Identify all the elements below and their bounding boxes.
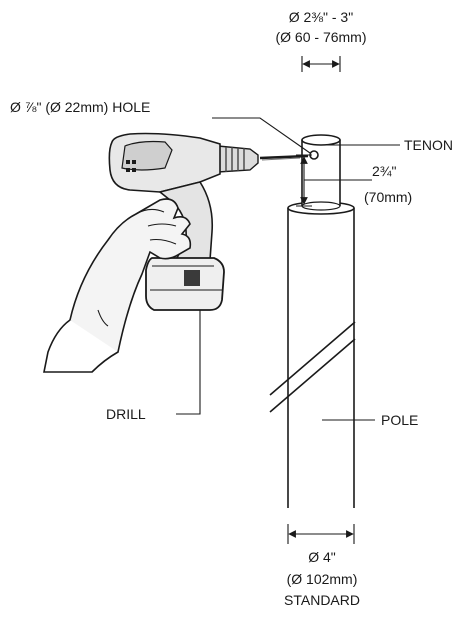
tenon-label: TENON xyxy=(404,137,453,153)
pole xyxy=(269,201,356,508)
pole-standard-label: STANDARD xyxy=(284,592,360,608)
pole-diameter-dimension xyxy=(287,524,355,544)
drill-label: DRILL xyxy=(106,406,146,422)
drill-leader xyxy=(176,310,201,415)
drill-bit xyxy=(259,154,309,160)
pole-label: POLE xyxy=(381,412,418,428)
hole-leader xyxy=(212,117,311,154)
hole-height-in-label: 2¾" xyxy=(372,163,396,179)
sleeve xyxy=(43,319,119,373)
hand-illustration xyxy=(43,198,192,373)
hole-height-mm-label: (70mm) xyxy=(364,189,412,205)
hand xyxy=(69,198,192,358)
tenon-diameter-in-label: Ø 2⅜" - 3" xyxy=(289,9,353,25)
tenon-diameter-dimension xyxy=(301,56,341,72)
hole-label: Ø ⅞" (Ø 22mm) HOLE xyxy=(10,99,150,115)
tenon-diameter-mm-label: (Ø 60 - 76mm) xyxy=(275,29,366,45)
pole-diameter-in-label: Ø 4" xyxy=(308,549,336,565)
pole-diameter-mm-label: (Ø 102mm) xyxy=(287,571,358,587)
tenon xyxy=(301,134,341,211)
